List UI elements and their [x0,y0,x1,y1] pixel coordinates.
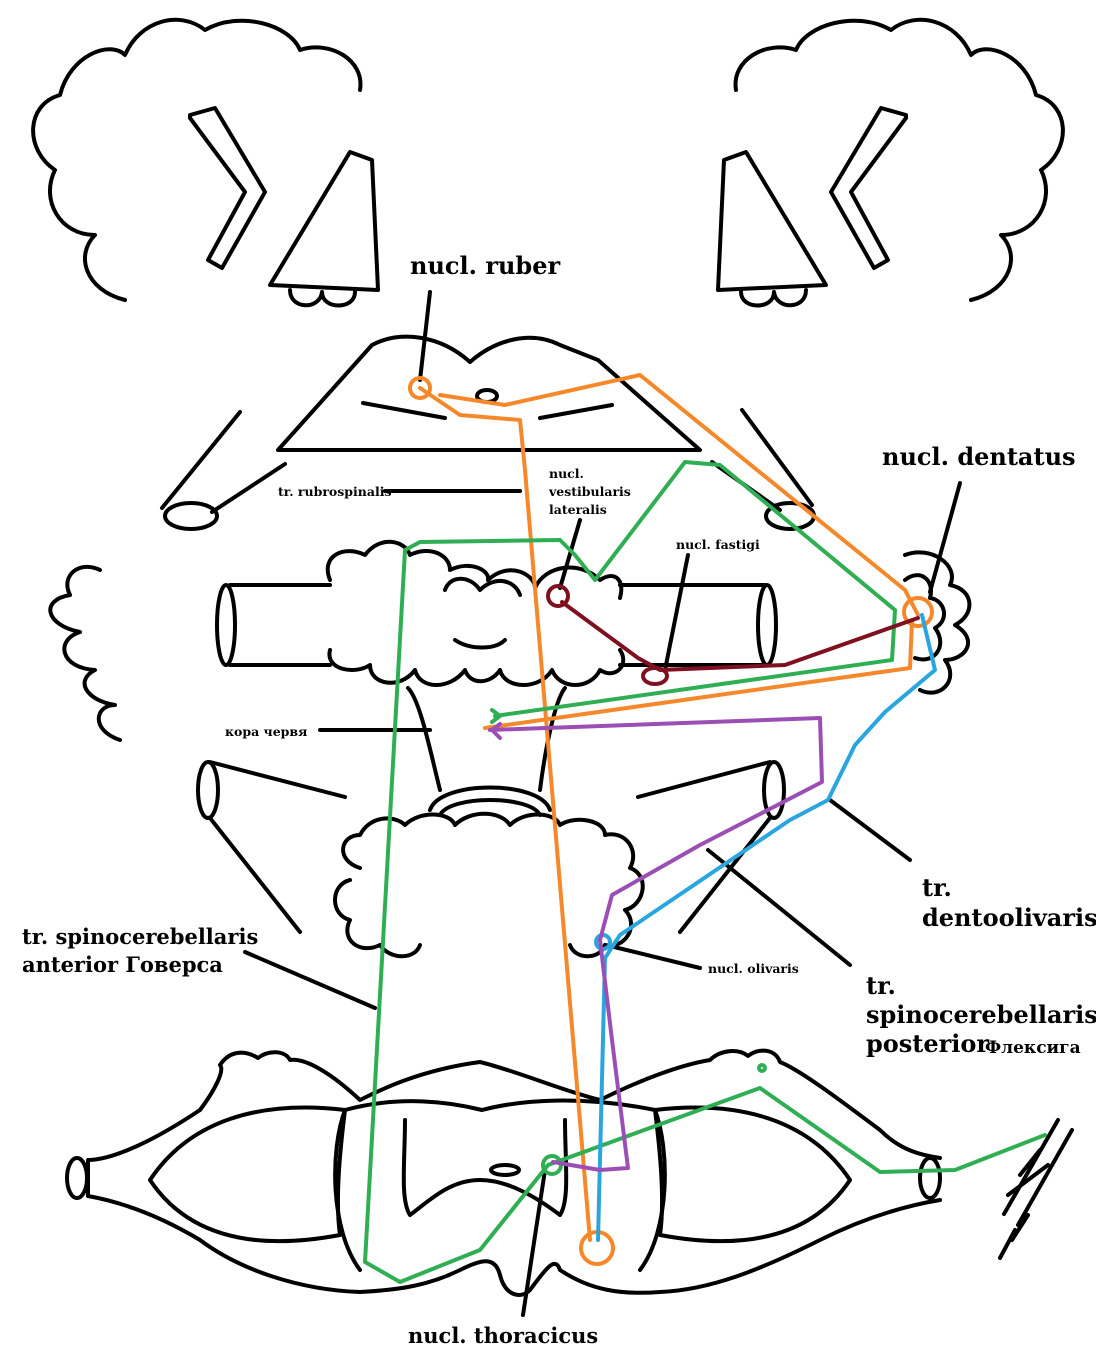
right-inferior-peduncle-end [762,760,786,820]
left-peduncle-end [163,501,219,531]
midbrain-inner-line-left [361,401,447,420]
left-inferior-peduncle [208,760,347,934]
medulla-lower-lobes [378,943,607,959]
orange-pathway-cortex [483,618,914,730]
label-kora-chervya: кора червя [225,724,307,739]
darkred-pathway-group [546,584,920,686]
vermis-inner-lobe-2 [453,638,507,650]
left-middle-peduncle-end [215,583,237,667]
right-peduncle-line-1 [740,408,814,507]
blue-pathway-group [594,613,937,1242]
label-nucl-olivaris: nucl. olivaris [708,961,799,976]
cerebellum-right-wavy-edge [903,550,972,695]
leader-nucl-vestibularis [558,518,582,590]
right-white-matter-loop [653,1105,852,1244]
blue-pathway-dentoolivaris [596,613,937,1242]
darkred-nucleus-fastigi [641,666,669,686]
right-triangle-shape [716,150,828,292]
label-tr-spinocerebellaris-posterior: tr. spinocerebellaris posterior [866,971,1096,1058]
left-triangle-feet [288,288,357,308]
green-arrow-head [490,708,502,724]
central-canal-shape [489,1163,521,1177]
cerebellum-left-wavy-edge [48,564,122,742]
midbrain-inner-line-right [538,403,614,420]
leader-nucl-olivaris [608,944,702,970]
vermis-inner-lobe-1 [443,576,522,597]
leader-nucl-dentatus [928,481,962,594]
midbrain-outline [276,334,702,452]
right-chevron-shape [829,106,908,270]
dentate-region-outline [903,573,946,662]
right-middle-peduncle [618,583,767,667]
left-triangle-shape [268,150,380,292]
left-inferior-peduncle-end [196,760,220,820]
darkred-pathway-fastigial [560,600,920,672]
right-spinal-end [918,1156,942,1200]
medulla-outline [333,811,645,951]
right-triangle-feet [739,288,808,308]
label-tr-rubrospinalis: tr. rubrospinalis [278,484,392,499]
orange-pathway-dentatorubral [438,373,920,617]
orange-nucleus-ruber [408,376,432,400]
leader-nucl-fastigi [663,553,690,672]
purple-pathway-flexig [488,716,824,1172]
right-inferior-peduncle [636,760,772,934]
left-white-matter-loop [148,1105,347,1244]
left-peduncle-line-2 [210,462,287,514]
right-middle-peduncle-end [756,583,778,667]
left-hemisphere-outline [31,17,363,302]
gray-matter-outline [333,1098,667,1272]
left-middle-peduncle [228,583,332,667]
label-tr-dentoolivaris: tr. dentoolivaris [922,873,1096,932]
leader-nucl-thoracicus [521,1168,547,1317]
leader-tr-spinocerebellaris-anterior [243,950,377,1010]
darkred-nucleus-vestibularis [546,584,570,608]
vermis-cortex-funnel [406,686,567,792]
label-nucl-ruber: nucl. ruber [410,251,560,280]
gray-matter-inner [401,1118,569,1217]
left-chevron-shape [188,106,267,270]
leader-nucl-ruber [418,290,432,382]
label-nucl-thoracicus: nucl. thoracicus [408,1323,598,1348]
label-nucl-fastigi: nucl. fastigi [676,537,760,552]
left-peduncle-line-1 [160,410,242,510]
label-flexig: Флексига [985,1038,1081,1058]
label-nucl-vestibularis-lateralis: nucl. vestibularis lateralis [548,466,635,517]
leader-tr-dentoolivaris [828,798,912,862]
purple-arrow-head [490,722,502,740]
right-hemisphere-outline [733,17,1065,302]
spinal-ganglion-outline [998,1118,1074,1260]
green-pathway-gowers [363,460,1047,1284]
leader-tr-spinocerebellaris-posterior [706,848,852,967]
orange-nucleus-dentatus [902,596,934,628]
purple-pathway-group [488,716,824,1172]
label-tr-spinocerebellaris-anterior: tr. spinocerebellaris anterior Говерса [22,924,266,977]
green-ganglion-point [757,1063,767,1073]
label-nucl-dentatus: nucl. dentatus [882,442,1076,471]
left-spinal-end [65,1156,89,1200]
fourth-ventricle-arch [428,785,552,817]
